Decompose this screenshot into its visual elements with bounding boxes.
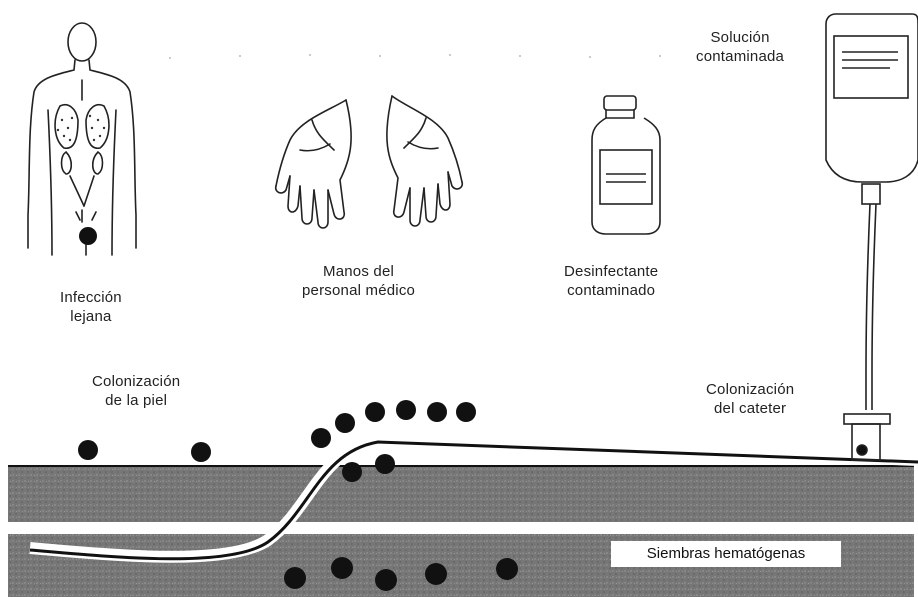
bacteria-dot bbox=[191, 442, 211, 462]
bacteria-dot bbox=[496, 558, 518, 580]
bacteria-dot bbox=[311, 428, 331, 448]
label-siembras-hematogenas: Siembras hematógenas bbox=[611, 541, 841, 567]
label-infeccion-lejana: Infección lejana bbox=[60, 288, 122, 326]
bacteria-dot bbox=[365, 402, 385, 422]
label-manos-personal: Manos del personal médico bbox=[302, 262, 415, 300]
label-solucion: Solución contaminada bbox=[696, 28, 784, 66]
bladder-infection-dot bbox=[79, 227, 97, 245]
bacteria-dot bbox=[331, 557, 353, 579]
bacteria-dot bbox=[375, 454, 395, 474]
human-body-icon bbox=[28, 23, 136, 255]
bacteria-dot bbox=[375, 569, 397, 591]
iv-bag-icon bbox=[826, 14, 918, 410]
bottle-icon bbox=[592, 96, 660, 234]
bacteria-dot bbox=[427, 402, 447, 422]
bacteria-dot bbox=[342, 462, 362, 482]
scan-artifacts bbox=[169, 54, 661, 59]
bacteria-dot bbox=[78, 440, 98, 460]
hands-icon bbox=[276, 96, 463, 228]
lung-speckles bbox=[57, 115, 105, 141]
skin-layer bbox=[8, 466, 914, 522]
bacteria-dot bbox=[335, 413, 355, 433]
label-desinfectante: Desinfectante contaminado bbox=[564, 262, 658, 300]
bacteria-dot bbox=[284, 567, 306, 589]
bacteria-dot bbox=[425, 563, 447, 585]
bacteria-dot bbox=[396, 400, 416, 420]
label-colonizacion-cateter: Colonización del cateter bbox=[706, 380, 794, 418]
label-colonizacion-piel: Colonización de la piel bbox=[92, 372, 180, 410]
bacteria-dot bbox=[456, 402, 476, 422]
